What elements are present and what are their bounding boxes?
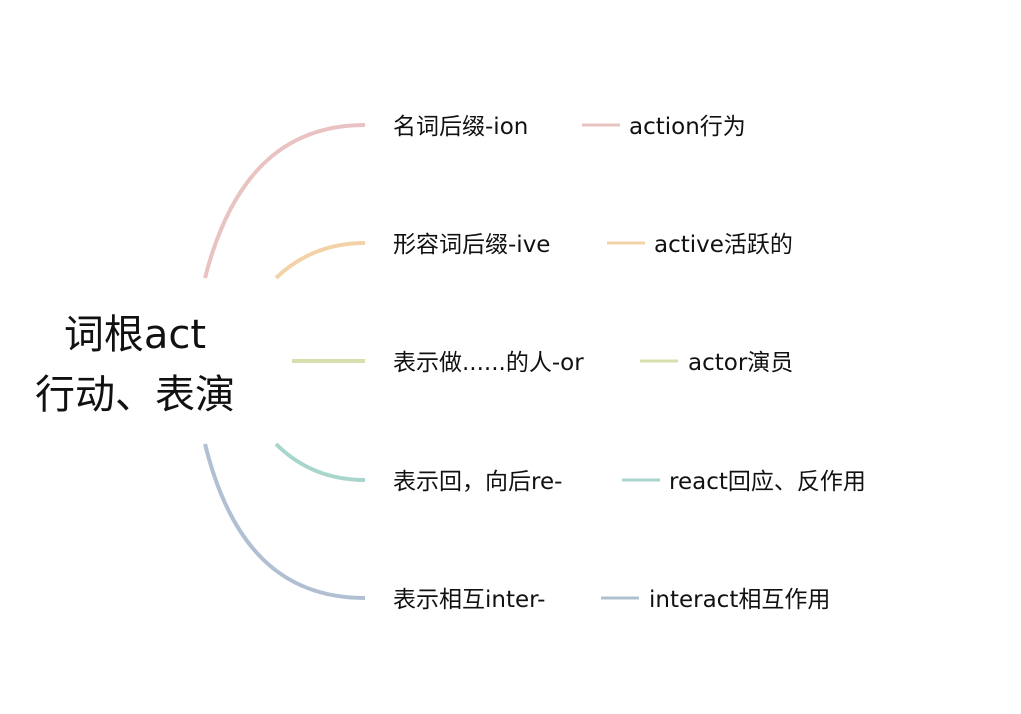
root-title: 词根act [64, 312, 206, 358]
child-label: actor演员 [688, 350, 793, 376]
edge-0 [203, 123, 366, 279]
branch-label: 名词后缀-ion [393, 114, 528, 140]
branch-node-0[interactable]: 名词后缀-ion action行为 [393, 114, 746, 140]
branch-node-3[interactable]: 表示回，向后re- react回应、反作用 [393, 469, 866, 495]
branch-node-2[interactable]: 表示做......的人-or actor演员 [393, 350, 793, 376]
branch-label: 表示做......的人-or [393, 350, 584, 376]
root-subtitle: 行动、表演 [35, 372, 235, 418]
branch-node-4[interactable]: 表示相互inter- interact相互作用 [393, 587, 830, 613]
edge-4 [203, 443, 366, 600]
child-label: react回应、反作用 [669, 469, 866, 495]
child-label: action行为 [629, 114, 746, 140]
branch-label: 表示回，向后re- [393, 469, 562, 495]
branch-label: 表示相互inter- [393, 587, 545, 613]
branch-label: 形容词后缀-ive [393, 232, 550, 258]
edge-1 [274, 241, 366, 280]
child-label: active活跃的 [654, 232, 793, 258]
root-node[interactable]: 词根act 行动、表演 [35, 312, 235, 418]
branch-node-1[interactable]: 形容词后缀-ive active活跃的 [393, 232, 793, 258]
child-label: interact相互作用 [649, 587, 830, 613]
edge-3 [274, 442, 366, 482]
